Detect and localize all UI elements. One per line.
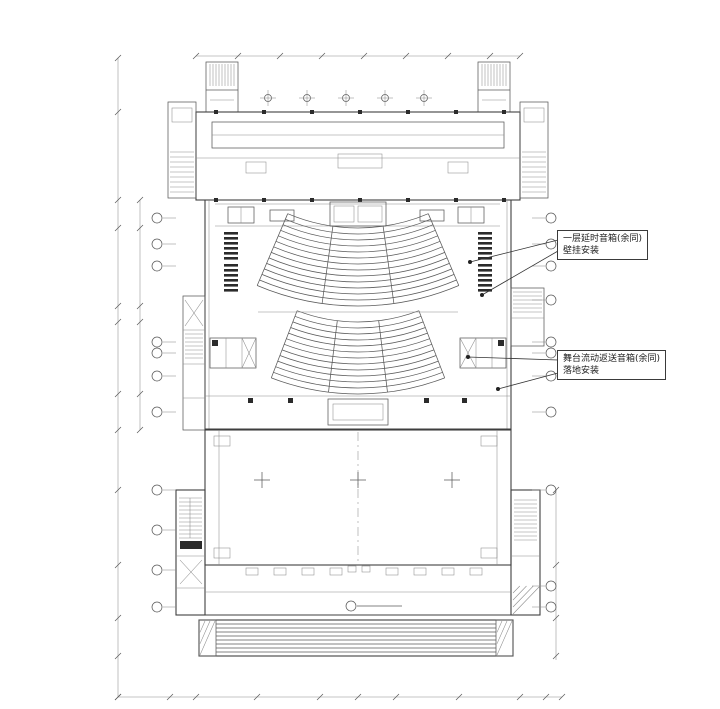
step-tread-lines xyxy=(216,623,496,653)
leader-dot xyxy=(496,387,500,391)
column-squares xyxy=(214,110,506,202)
seating-fan-stalls xyxy=(270,310,446,395)
leader-dot xyxy=(480,293,484,297)
between-fan-room-right xyxy=(459,337,507,369)
detail-reference-bubble xyxy=(345,600,357,612)
grid-column-markers xyxy=(260,90,432,106)
callout-leaders xyxy=(466,239,559,391)
stair-treads-top xyxy=(206,64,510,101)
side-wing-left xyxy=(167,101,197,199)
callout-delay-speakers: 一层延时音箱(余同) 壁挂安装 xyxy=(557,230,649,261)
side-wing-right xyxy=(519,101,549,199)
callout-delay-line2: 壁挂安装 xyxy=(563,246,600,257)
equipment-band xyxy=(204,200,512,430)
grid-axis-bubbles xyxy=(151,212,557,613)
wall-speaker-arrays xyxy=(224,232,492,292)
side-ramp-right xyxy=(495,619,514,657)
callout-monitor-line2: 落地安装 xyxy=(563,366,600,377)
dimension-ticks xyxy=(114,52,566,701)
corridor-fixtures xyxy=(245,567,483,576)
leader-dot xyxy=(468,260,472,264)
side-rooms-right xyxy=(510,287,545,347)
orchestra-pit xyxy=(327,398,389,426)
between-fan-room-left xyxy=(209,337,257,369)
orchestra-pit-row xyxy=(205,395,511,430)
stair-treads-wings xyxy=(170,151,546,193)
seating-fan-balcony xyxy=(256,213,460,307)
bottom-wing-left xyxy=(175,489,206,616)
stage-house-outline xyxy=(195,111,521,201)
entrance-steps xyxy=(198,619,514,657)
bottom-corridor xyxy=(205,565,511,616)
callout-delay-line1: 一层延时音箱(余同) xyxy=(563,234,643,244)
stair-treads-mid xyxy=(185,291,542,359)
lower-hall xyxy=(204,429,512,566)
column-cross-markers xyxy=(254,472,460,488)
leader-dot xyxy=(466,355,470,359)
side-ramp-left xyxy=(198,619,217,657)
ramp-hatching xyxy=(199,585,541,656)
dimension-lines xyxy=(117,55,562,698)
control-booth xyxy=(329,201,387,227)
side-rooms-left xyxy=(182,295,206,431)
callout-monitor-speakers: 舞台流动返送音箱(余同) 落地安装 xyxy=(557,350,667,381)
callout-monitor-line1: 舞台流动返送音箱(余同) xyxy=(563,354,661,364)
bottom-wing-right xyxy=(510,489,541,616)
stair-treads-bottom xyxy=(179,497,537,541)
